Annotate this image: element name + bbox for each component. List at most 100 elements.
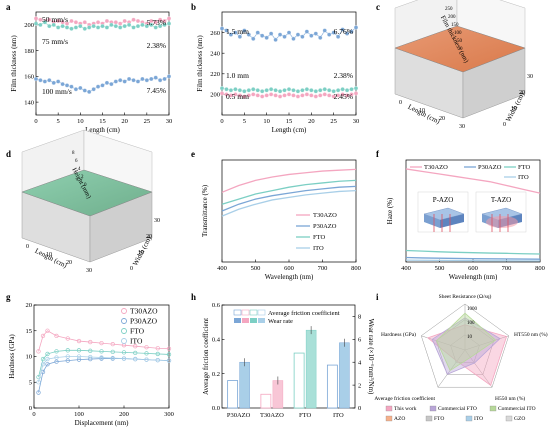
a-point [153,20,158,25]
a-point [153,75,158,80]
g-point [99,355,104,360]
a-point [131,25,136,30]
a-point [51,80,56,85]
f-legend-label: P30AZO [478,164,502,171]
b-point [309,88,314,93]
g-legend-label: T30AZO [130,307,158,316]
a-xtick-label: 0 [34,118,37,125]
a-series-pct: 5.73% [147,18,166,27]
g-point [155,346,160,351]
b-point [291,88,296,93]
b-point [273,88,278,93]
a-xtick-label: 15 [99,118,106,125]
b-point [282,88,287,93]
chart-i: Sheet Resistance (Ω/sq)HT550 nm (%)H550 … [374,293,547,422]
b-point [291,36,296,41]
c-xtick-label: 0 [399,100,402,106]
a-point [109,81,114,87]
h-legend-swatch [242,318,249,323]
d-ytick-label: 30 [154,218,160,224]
a-point [104,18,110,24]
g-point [76,357,82,362]
a-xtick-label: 10 [77,118,84,125]
b-xtick-label: 5 [243,118,246,125]
h-legend-swatch [241,309,250,316]
b-point [335,88,341,93]
d-ztick-label: 6 [75,159,78,164]
a-point [91,87,96,92]
d-ytick-label: 10 [138,250,144,256]
b-point [313,31,318,36]
g-point [99,349,104,354]
h-bar-wear [239,361,250,409]
a-xlabel: Length (cm) [85,126,120,134]
b-point [246,88,251,93]
a-series-pct: 7.45% [147,86,166,95]
g-point [65,354,70,359]
g-ytick-label: 10 [26,354,33,361]
i-axis-label: H550 nm (%) [495,395,525,402]
a-point [87,25,92,30]
a-point [56,79,61,84]
f-xtick-label: 600 [468,265,478,272]
b-point [318,35,323,40]
b-point [233,30,238,35]
a-point [78,85,83,91]
b-point [309,33,314,38]
b-point [242,89,247,94]
i-legend-label: FTO [434,416,444,422]
h-plot-frame [221,304,356,409]
g-legend-label: ITO [130,337,143,346]
i-series-area [427,324,508,386]
h-ytick-label: 0.6 [212,302,221,309]
g-point [40,356,46,362]
g-point [65,336,70,341]
g-point [76,338,82,344]
c-ztick-label: 150 [451,23,459,28]
b-point [327,93,332,98]
b-ylabel: Film thickness (nm) [196,35,204,92]
g-point [45,351,50,357]
a-point [95,84,101,89]
i-grid-ring [420,303,510,388]
b-series-pct: 6.76% [334,27,353,36]
b-point [349,29,354,34]
f-legend-label: FTO [518,164,530,171]
c-ztick-label: 50 [457,39,463,44]
g-legend-swatch [121,328,127,334]
a-xtick-label: 5 [57,118,60,125]
b-xlabel: Length (cm) [272,126,307,134]
b-point [335,93,341,98]
b-point [318,93,323,98]
b-point [268,31,274,36]
g-point [65,348,70,353]
a-point [82,26,87,31]
g-point [133,344,138,349]
a-point [104,25,110,30]
a-series-label: 50 mm/s [42,15,68,24]
b-series-label: 1.5 mm [226,27,249,36]
a-point [149,76,154,82]
f-xtick-label: 400 [401,265,411,272]
b-point [331,30,336,35]
b-ytick-label: 240 [210,50,220,57]
a-point [100,24,105,29]
g-point [36,374,41,380]
g-xtick-label: 0 [32,411,35,418]
i-spoke [464,349,493,388]
b-point [219,26,225,31]
a-point [60,24,65,29]
b-point [233,87,238,92]
h-legend-swatch [258,318,265,323]
d-ztick-label: 4 [78,167,81,172]
b-point [349,87,354,92]
g-point [144,351,149,356]
b-point [246,32,251,37]
b-point [295,89,301,94]
g-series-line [38,358,170,393]
i-legend-label: ITO [474,416,483,422]
i-spoke [464,335,509,351]
